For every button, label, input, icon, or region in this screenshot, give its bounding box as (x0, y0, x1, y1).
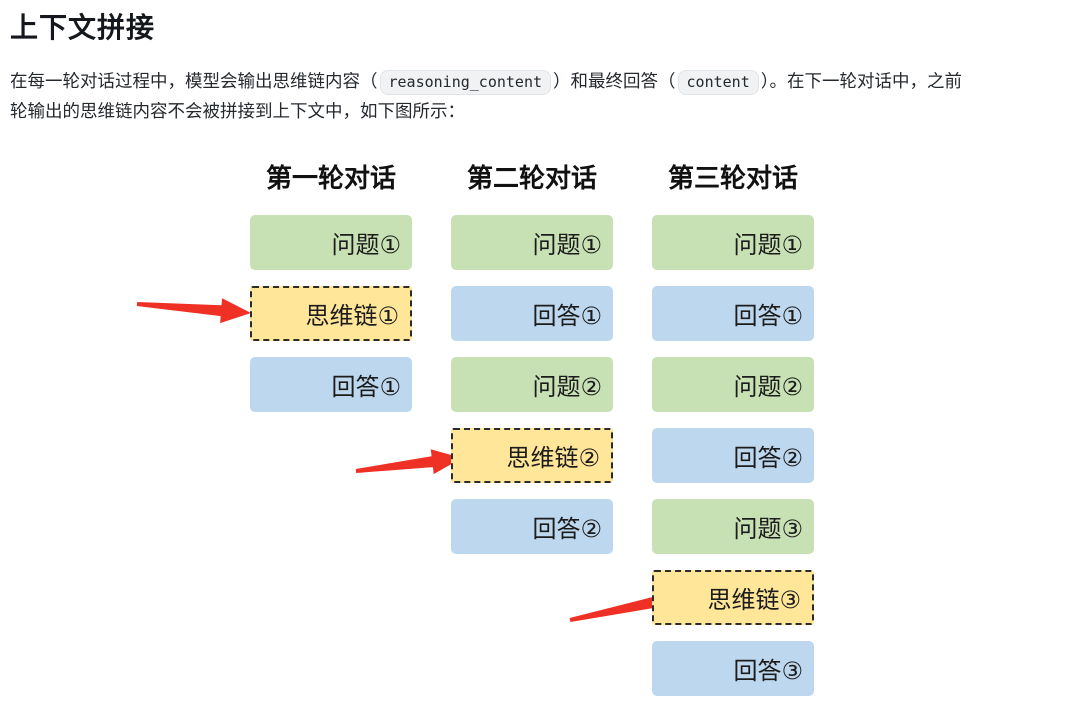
cell-question: 问题① (250, 215, 412, 270)
inline-code-content: content (677, 70, 759, 95)
cell-cot: 思维链③ (652, 570, 814, 625)
cell-question: 问题③ (652, 499, 814, 554)
cell-cot: 思维链② (451, 428, 613, 483)
cell-answer: 回答② (451, 499, 613, 554)
intro-line-2: 轮输出的思维链内容不会被拼接到上下文中，如下图所示： (10, 101, 465, 121)
cell-answer: 回答① (250, 357, 412, 412)
red-arrow-icon (136, 298, 251, 324)
intro-text-2: ）和最终回答（ (553, 71, 676, 91)
cell-question: 问题① (652, 215, 814, 270)
red-arrow-icon (355, 449, 462, 475)
cell-answer: 回答① (652, 286, 814, 341)
column-header-round-2: 第二轮对话 (466, 163, 597, 193)
intro-line-1: 在每一轮对话过程中，模型会输出思维链内容（reasoning_content）和… (10, 66, 1050, 96)
page-title: 上下文拼接 (10, 12, 156, 43)
intro-text-3: ）。在下一轮对话中，之前 (760, 71, 962, 91)
cell-question: 问题① (451, 215, 613, 270)
cell-answer: 回答③ (652, 641, 814, 696)
intro-text-1: 在每一轮对话过程中，模型会输出思维链内容（ (10, 71, 378, 91)
column-header-round-1: 第一轮对话 (265, 163, 396, 193)
cell-question: 问题② (652, 357, 814, 412)
cell-question: 问题② (451, 357, 613, 412)
cell-answer: 回答① (451, 286, 613, 341)
intro-paragraph: 在每一轮对话过程中，模型会输出思维链内容（reasoning_content）和… (10, 66, 1050, 126)
cell-cot: 思维链① (250, 286, 412, 341)
inline-code-reasoning-content: reasoning_content (379, 70, 552, 95)
column-header-round-3: 第三轮对话 (667, 163, 798, 193)
cell-answer: 回答② (652, 428, 814, 483)
